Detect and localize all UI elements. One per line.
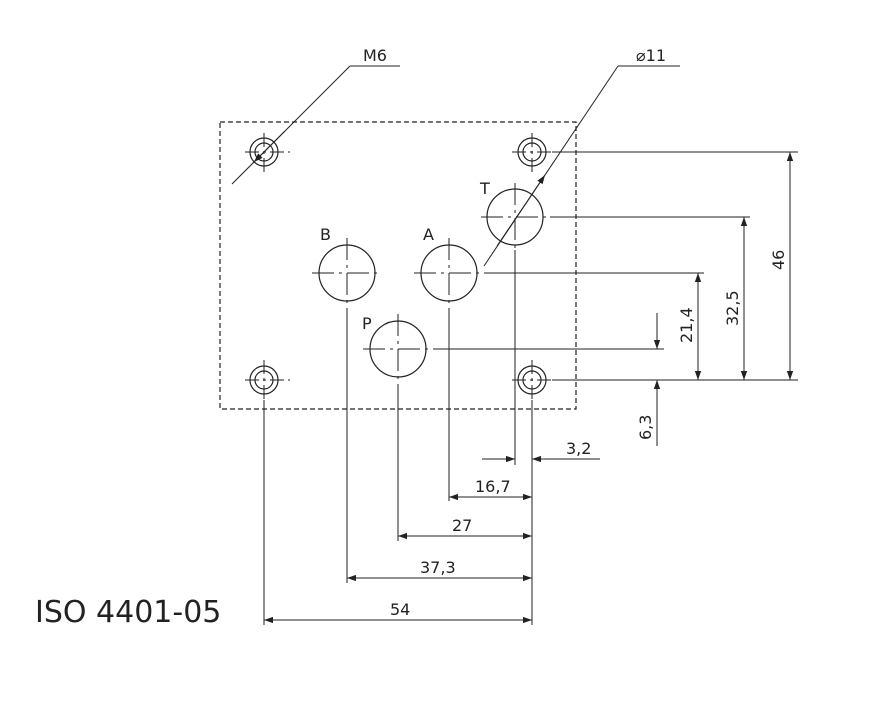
diameter-callout-label: ⌀11 [636,46,666,65]
dim-6-3-label: 6,3 [636,415,655,440]
centerlines [245,133,552,400]
dim-32-5-label: 32,5 [723,290,742,326]
dim-46-label: 46 [769,250,788,270]
dim-27-label: 27 [452,516,472,535]
port-t-label: T [479,179,490,198]
standard-label: ISO 4401-05 [35,595,221,630]
dim-54-label: 54 [390,600,410,619]
dim-16-7-label: 16,7 [475,477,511,496]
port-b-label: B [320,225,331,244]
dimension-lines [231,65,798,625]
dim-21-4-label: 21,4 [677,307,696,343]
dim-37-3-label: 37,3 [420,558,456,577]
port-a-label: A [423,225,434,244]
dim-3-2-label: 3,2 [566,439,591,458]
port-p-label: P [362,314,372,333]
thread-callout-label: M6 [363,46,387,65]
